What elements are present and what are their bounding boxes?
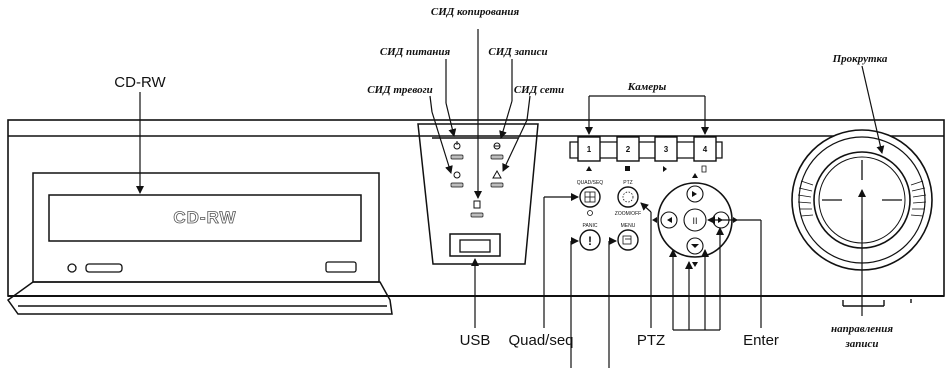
label-copy-led: СИД копирования	[431, 6, 520, 18]
camera-button-icons	[586, 165, 707, 173]
menu-button-label: MENU	[621, 223, 636, 229]
callout-lines	[136, 29, 885, 368]
camera-button-1-label: 1	[587, 145, 592, 154]
label-cameras: Камеры	[627, 81, 667, 93]
zoom-button-label: ZOOM/OFF	[615, 211, 641, 217]
chassis	[7, 119, 945, 297]
panic-icon: !	[588, 234, 592, 248]
menu-button[interactable]	[617, 229, 639, 251]
ptz-button-label: PTZ	[623, 180, 632, 186]
pause-icon: II	[692, 216, 697, 226]
cdrw-led	[67, 263, 77, 273]
label-rec-direction-1: направления	[831, 323, 893, 335]
usb-port-frame	[449, 233, 501, 257]
label-enter: Enter	[743, 332, 779, 349]
led-indicators	[450, 154, 504, 218]
camera-button-3[interactable]: 3	[654, 136, 678, 162]
label-scroll: Прокрутка	[832, 53, 888, 65]
usb-port[interactable]	[459, 239, 491, 253]
camera-button-2[interactable]: 2	[616, 136, 640, 162]
jog-dial-grip-right	[910, 180, 927, 217]
panic-button[interactable]	[579, 229, 601, 251]
camera-button-4[interactable]: 4	[693, 136, 717, 162]
chassis-foot	[842, 299, 912, 307]
camera-button-3-label: 3	[664, 145, 669, 154]
cdrw-drive-text: CD-RW	[173, 208, 236, 227]
quad-button-label: QUAD/SEQ	[577, 180, 604, 186]
label-cdrw: CD-RW	[114, 74, 166, 91]
menu-icon	[622, 235, 632, 245]
ptz-icon	[622, 191, 634, 203]
camera-button-2-label: 2	[626, 145, 631, 154]
panic-button-label: PANIC	[583, 223, 598, 229]
ptz-button[interactable]	[617, 186, 639, 208]
cdrw-slot	[85, 263, 123, 273]
label-usb: USB	[460, 332, 491, 349]
camera-button-4-label: 4	[703, 145, 708, 154]
label-alarm-led: СИД тревоги	[367, 84, 433, 96]
cdrw-drive	[6, 172, 393, 315]
quad-icon	[584, 191, 596, 203]
camera-button-1[interactable]: 1	[577, 136, 601, 162]
led-icons	[453, 141, 502, 209]
label-rec-direction-2: записи	[844, 338, 878, 350]
label-network-led: СИД сети	[514, 84, 564, 96]
label-quad-seq: Quad/seq	[508, 332, 573, 349]
label-ptz: PTZ	[637, 332, 665, 349]
cdrw-eject-button[interactable]	[325, 261, 357, 273]
quad-sub-icon	[587, 210, 593, 216]
jog-dial-grip-left	[797, 180, 814, 217]
label-power-led: СИД питания	[380, 46, 451, 58]
label-record-led: СИД записи	[488, 46, 547, 58]
